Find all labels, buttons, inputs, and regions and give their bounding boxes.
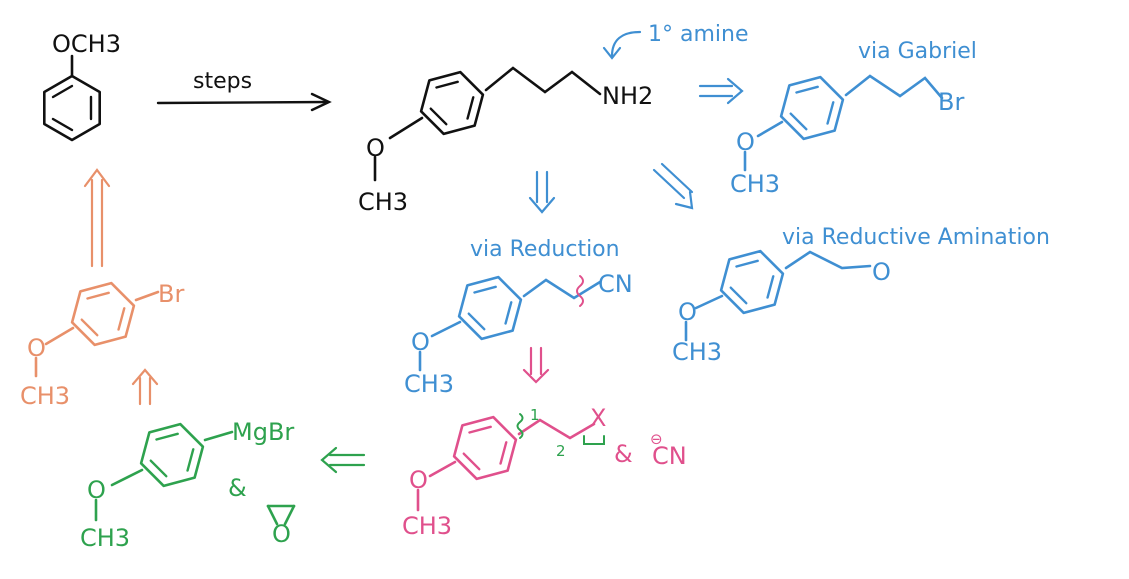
pink-negative-charge: ⊖ bbox=[650, 430, 663, 448]
target-o-label: O bbox=[366, 134, 385, 162]
gabriel-structure: O CH3 Br bbox=[730, 71, 964, 198]
green-benzene-ring bbox=[132, 418, 212, 492]
gabriel-title: via Gabriel bbox=[858, 39, 977, 64]
green-amp: & bbox=[228, 474, 247, 502]
pink-carbon-2-label: 2 bbox=[556, 442, 566, 460]
orange-benzene-ring bbox=[63, 277, 143, 351]
pink-ch3-label: CH3 bbox=[402, 512, 452, 540]
orange-fragment: O CH3 Br bbox=[20, 277, 184, 410]
amine-note bbox=[602, 30, 642, 60]
pink-benzene-ring bbox=[445, 411, 525, 485]
pink-amp: & bbox=[614, 440, 633, 468]
gabriel-benzene-ring bbox=[772, 71, 852, 145]
reduction-title: via Reduction bbox=[470, 237, 620, 262]
target-amine: O CH3 NH2 bbox=[358, 66, 653, 216]
target-ch3-label: CH3 bbox=[358, 188, 408, 216]
green-mgbr-label: MgBr bbox=[232, 418, 294, 446]
epoxide-o-label: O bbox=[272, 520, 291, 548]
gabriel-br-label: Br bbox=[938, 88, 964, 116]
reduction-cn-label: CN bbox=[598, 270, 633, 298]
steps-arrow bbox=[156, 92, 332, 112]
steps-label: steps bbox=[193, 69, 252, 94]
retro-arrow-reduction bbox=[528, 170, 556, 214]
retro-arrow-gabriel bbox=[698, 77, 744, 105]
start-anisole: OCH3 bbox=[42, 30, 121, 142]
retro-arrow-to-start bbox=[83, 168, 111, 268]
reductive-structure: O CH3 O bbox=[672, 245, 891, 366]
reduction-structure: O CH3 CN bbox=[404, 270, 633, 398]
reductive-aldehyde-o-label: O bbox=[872, 258, 891, 286]
reductive-o-label: O bbox=[678, 298, 697, 326]
pink-carbon-1-label: 1 bbox=[530, 406, 540, 424]
reduction-o-label: O bbox=[411, 328, 430, 356]
retro-arrow-pink bbox=[522, 346, 550, 384]
retro-arrow-reductive bbox=[652, 162, 694, 210]
pink-disconnections: 1 2 bbox=[516, 406, 605, 460]
gabriel-o-label: O bbox=[736, 128, 755, 156]
retro-arrow-orange bbox=[131, 368, 159, 406]
target-nh2-label: NH2 bbox=[602, 82, 653, 110]
retro-arrow-green bbox=[320, 446, 366, 474]
orange-br-label: Br bbox=[158, 280, 184, 308]
amine-note-label: 1° amine bbox=[648, 22, 749, 47]
start-och3-label: OCH3 bbox=[52, 30, 121, 58]
green-fragment: O CH3 MgBr & O bbox=[80, 418, 296, 552]
reduction-benzene-ring bbox=[450, 271, 530, 345]
reductive-benzene-ring bbox=[712, 245, 792, 319]
pink-x-label: X bbox=[590, 404, 606, 432]
green-ch3-label: CH3 bbox=[80, 524, 130, 552]
benzene-ring bbox=[42, 74, 101, 142]
gabriel-ch3-label: CH3 bbox=[730, 170, 780, 198]
pink-o-label: O bbox=[409, 466, 428, 494]
target-benzene-ring bbox=[412, 66, 492, 140]
reduction-ch3-label: CH3 bbox=[404, 370, 454, 398]
orange-ch3-label: CH3 bbox=[20, 382, 70, 410]
pink-fragment: O CH3 X & CN ⊖ bbox=[402, 404, 687, 540]
reductive-title: via Reductive Amination bbox=[782, 225, 1050, 250]
reductive-ch3-label: CH3 bbox=[672, 338, 722, 366]
orange-o-label: O bbox=[27, 334, 46, 362]
green-o-label: O bbox=[87, 476, 106, 504]
pink-cyanide-label: CN bbox=[652, 442, 687, 470]
